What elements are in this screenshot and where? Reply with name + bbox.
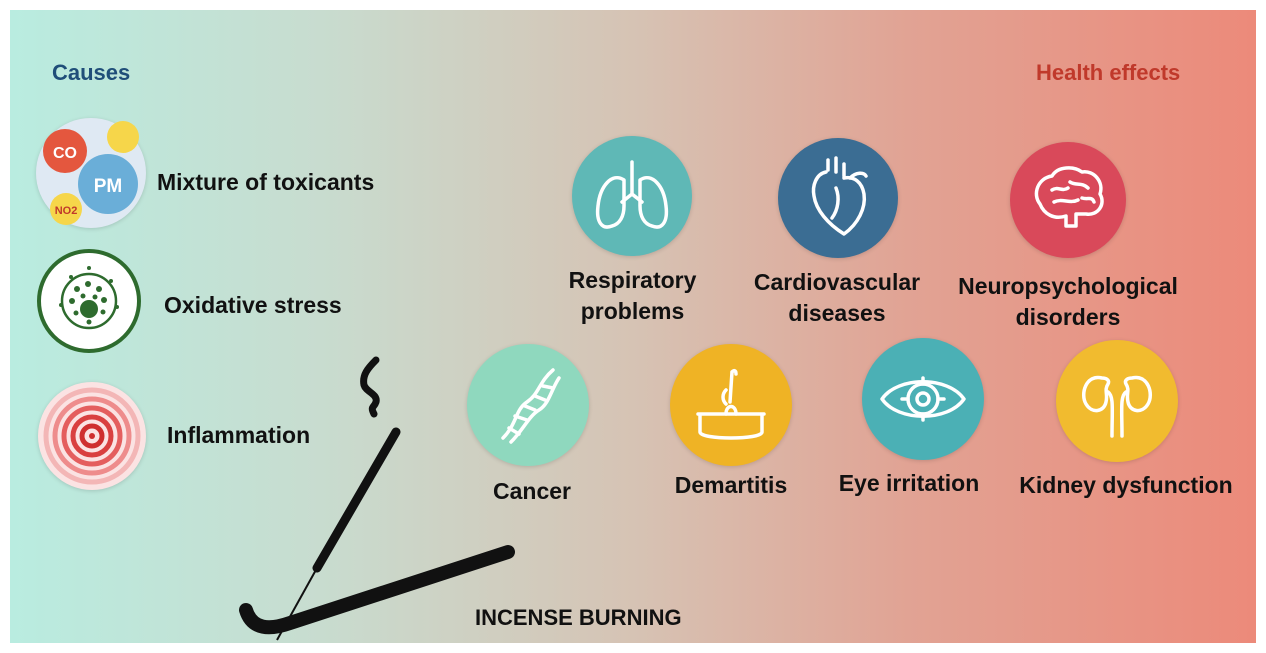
health-effects-heading: Health effects	[1036, 60, 1181, 85]
incense-stick-illustration	[239, 356, 515, 641]
effect-label-kidney-dysfunction: Kidney dysfunction	[1019, 472, 1233, 498]
no2-badge-label: NO2	[55, 205, 78, 217]
effect-label-cardiovascular: Cardiovascular diseases	[732, 267, 942, 329]
inflammation-rings-icon	[38, 382, 146, 490]
effect-label-cardiovascular-line1: Cardiovascular	[753, 269, 921, 295]
skin-follicle-icon	[670, 344, 792, 466]
eye-icon	[862, 338, 984, 460]
pm-badge-label: PM	[94, 176, 123, 197]
cell-icon	[37, 249, 141, 353]
cause-label-oxidative-stress: Oxidative stress	[164, 292, 342, 318]
incense-burning-label: INCENSE BURNING	[475, 605, 682, 630]
lungs-icon	[572, 136, 692, 256]
effect-label-neuropsychological-line1: Neuropsychological	[958, 273, 1178, 299]
causes-heading: Causes	[52, 60, 131, 85]
effect-label-respiratory: Respiratory problems	[550, 265, 715, 327]
cause-label-inflammation: Inflammation	[167, 422, 311, 448]
toxicant-mixture-icon: CO PM NO2	[36, 118, 146, 228]
effect-label-cancer: Cancer	[493, 478, 571, 504]
heart-icon	[778, 138, 898, 258]
effect-label-cardiovascular-line2: diseases	[788, 300, 886, 326]
cause-label-mixture: Mixture of toxicants	[157, 169, 375, 195]
kidneys-icon	[1056, 340, 1178, 462]
effect-label-neuropsychological: Neuropsychological disorders	[950, 271, 1186, 333]
effect-label-eye-irritation: Eye irritation	[838, 470, 980, 496]
diagram-canvas: Causes Health effects CO PM NO2 Mixture …	[10, 10, 1256, 643]
effect-label-dermatitis: Demartitis	[674, 472, 788, 498]
effect-label-neuropsychological-line2: disorders	[1015, 304, 1121, 330]
effect-label-respiratory-line2: problems	[580, 298, 685, 324]
effect-label-respiratory-line1: Respiratory	[568, 267, 697, 293]
brain-icon	[1010, 142, 1126, 258]
dna-icon	[467, 344, 589, 466]
co-badge-label: CO	[53, 145, 77, 162]
